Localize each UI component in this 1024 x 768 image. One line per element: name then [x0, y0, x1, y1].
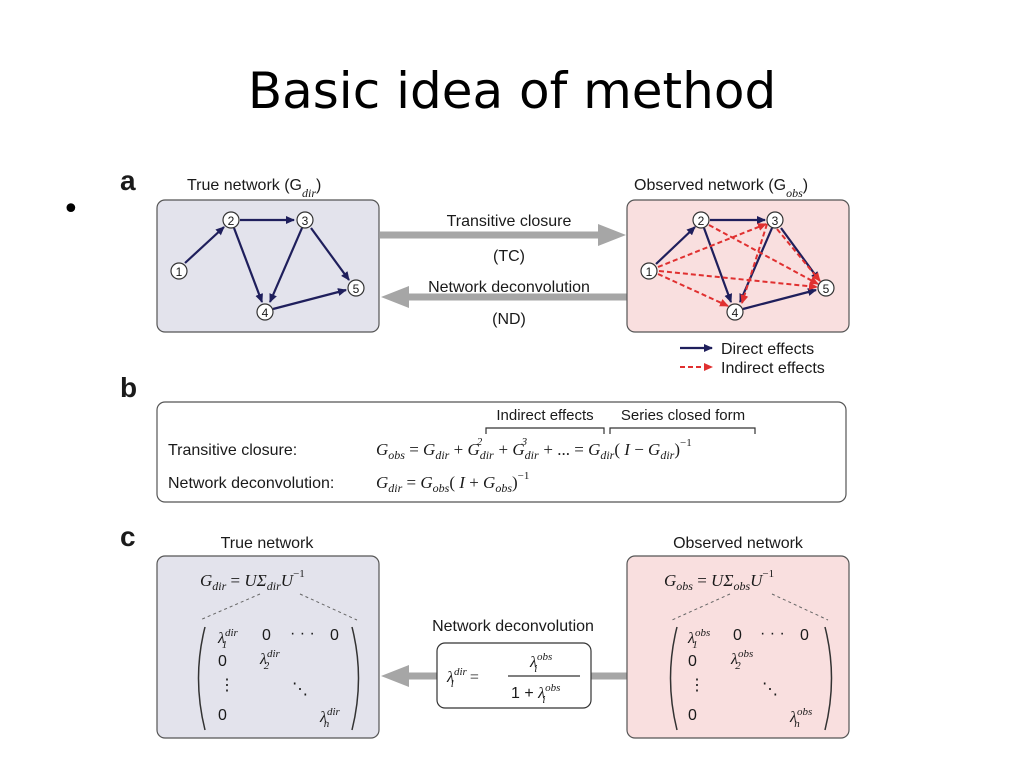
svg-text:0: 0	[218, 653, 227, 670]
nd-abbr: (ND)	[492, 311, 526, 328]
true-network-matrix-box	[156, 555, 380, 739]
brace-series	[609, 427, 756, 434]
svg-text:· · ·: · · ·	[760, 625, 785, 642]
svg-text:⋮: ⋮	[689, 677, 705, 694]
svg-text:1: 1	[176, 265, 183, 279]
svg-text:0: 0	[262, 627, 271, 644]
svg-text:0: 0	[330, 627, 339, 644]
true-network-title-c: True network	[221, 535, 315, 552]
edge-3-4	[268, 227, 304, 303]
nd-arrow	[381, 286, 627, 308]
obs-node-2	[692, 211, 710, 229]
svg-text:1: 1	[646, 265, 653, 279]
observed-network-title-c: Observed network	[673, 535, 804, 552]
legend: Direct effects Indirect effects	[680, 341, 825, 377]
brace-indirect	[485, 427, 605, 434]
obs-node-4	[726, 303, 744, 321]
true-network-box	[156, 199, 380, 333]
observed-indirect-edges	[657, 223, 821, 307]
tc-abbr: (TC)	[493, 248, 525, 265]
panel-c-label: c	[120, 521, 136, 552]
brace-indirect-label: Indirect effects	[496, 407, 593, 424]
svg-text:⋱: ⋱	[762, 681, 778, 698]
tc-label: Transitive closure	[447, 213, 572, 230]
obs-node-3	[766, 211, 784, 229]
observed-network-box	[626, 199, 850, 333]
svg-text:· · ·: · · ·	[290, 625, 315, 642]
true-network-title: True network (Gdir)	[187, 177, 321, 200]
obs-node-5	[817, 279, 835, 297]
node-4	[256, 303, 274, 321]
observed-network-nodes: 1 2 3 4 5	[640, 211, 835, 321]
observed-network-matrix-box	[626, 555, 850, 739]
nd-label-c: Network deconvolution	[432, 618, 594, 635]
nd-label: Network deconvolution	[428, 279, 590, 296]
svg-text:⋱: ⋱	[292, 681, 308, 698]
svg-text:0: 0	[218, 707, 227, 724]
bullet-marker: •	[62, 192, 80, 227]
svg-text:5: 5	[353, 282, 360, 296]
brace-series-label: Series closed form	[621, 407, 745, 424]
tc-row-label: Transitive closure:	[168, 442, 297, 459]
svg-text:3: 3	[302, 214, 309, 228]
svg-text:3: 3	[772, 214, 779, 228]
svg-text:2: 2	[698, 214, 705, 228]
svg-text:4: 4	[262, 306, 269, 320]
svg-text:5: 5	[823, 282, 830, 296]
svg-text:0: 0	[800, 627, 809, 644]
svg-text:0: 0	[733, 627, 742, 644]
svg-text:0: 0	[688, 653, 697, 670]
node-2	[222, 211, 240, 229]
svg-text:⋮: ⋮	[219, 677, 235, 694]
tc-arrow	[380, 224, 626, 246]
legend-direct-label: Direct effects	[721, 341, 814, 358]
svg-text:Gobs = UΣobsU−1: Gobs = UΣobsU−1	[664, 568, 774, 593]
svg-text:2: 2	[228, 214, 235, 228]
svg-text:4: 4	[732, 306, 739, 320]
node-1	[170, 262, 188, 280]
edge-4-5	[272, 288, 347, 311]
observed-direct-edges	[655, 216, 820, 311]
edge-2-4	[232, 227, 264, 303]
legend-indirect-label: Indirect effects	[721, 360, 825, 377]
svg-text:0: 0	[688, 707, 697, 724]
edge-3-5	[310, 227, 350, 281]
observed-network-title: Observed network (Gobs)	[634, 177, 808, 200]
obs-node-1	[640, 262, 658, 280]
node-5	[347, 279, 365, 297]
true-network-nodes: 1 2 3 4 5	[170, 211, 365, 321]
panel-a-label: a	[120, 165, 136, 196]
node-3	[296, 211, 314, 229]
equations-box	[156, 401, 847, 503]
slide-title: Basic idea of method	[247, 62, 777, 120]
true-network-edges	[184, 216, 350, 311]
nd-row-label: Network deconvolution:	[168, 475, 334, 492]
panel-b-label: b	[120, 372, 137, 403]
edge-1-2	[184, 226, 225, 264]
